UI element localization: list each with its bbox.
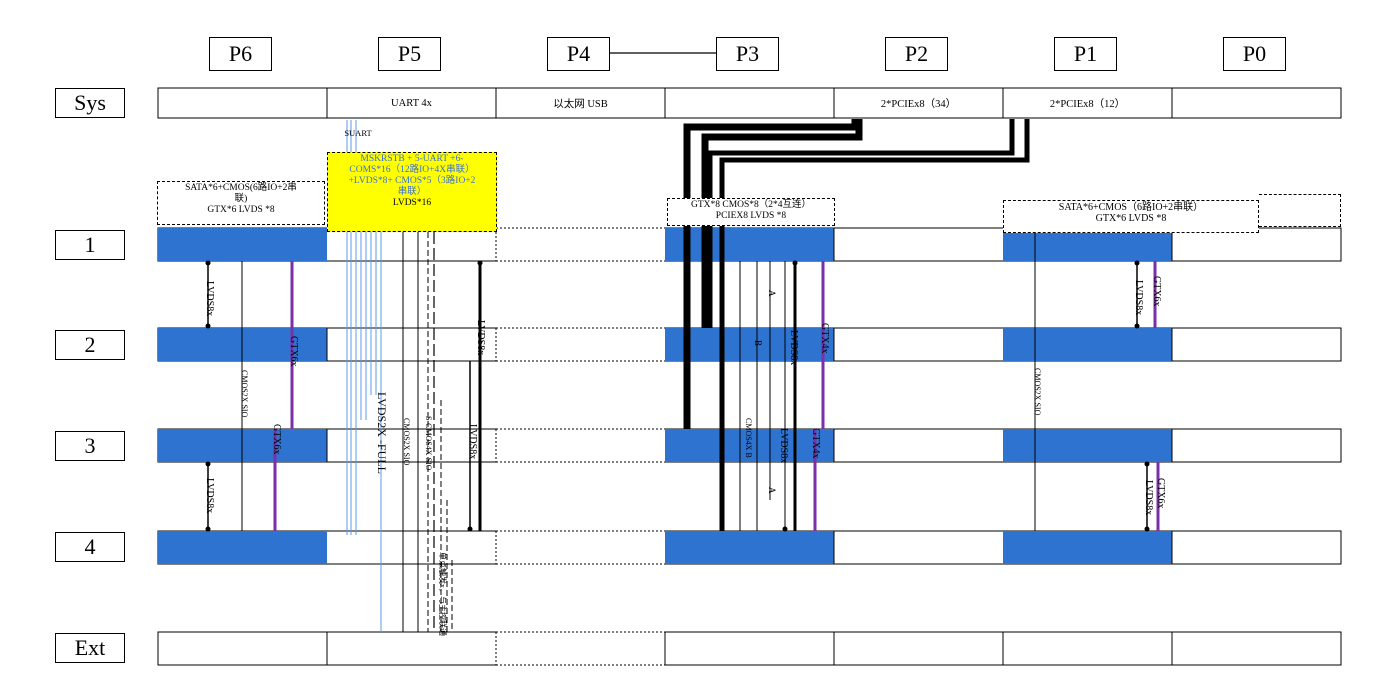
- row-label-ext: Ext: [55, 633, 125, 663]
- row-label-4: 4: [55, 532, 125, 562]
- label-p3-gtx-23: GTX4x: [819, 323, 830, 354]
- label-p1-cmos: CMOS2X SIO: [1033, 368, 1042, 416]
- slot-row-4: [157, 530, 1342, 565]
- column-label-p1: P1: [1054, 37, 1117, 71]
- column-label-p3: P3: [716, 37, 779, 71]
- block-p1-2: [1003, 328, 1172, 361]
- label-p5-cmos-b: S-CMOS4X SIO: [424, 416, 433, 471]
- label-p3-b: B: [753, 340, 763, 347]
- note-p1: SATA*6+CMOS（6路IO+2串联） GTX*6 LVDS *8: [1003, 200, 1259, 233]
- block-p1-4: [1003, 531, 1172, 564]
- p6-links: [205, 260, 294, 532]
- p1-links: [1034, 232, 1160, 532]
- slot-row-ext: [157, 631, 1342, 666]
- label-p5-relay: 单点触发x，与主控联通: [438, 552, 447, 636]
- note-p6: SATA*6+CMOS(6路IO+2串 联) GTX*6 LVDS *8: [157, 181, 325, 225]
- block-p3-3: [665, 429, 834, 462]
- slot-row-3: [157, 428, 1342, 463]
- label-p6-lvds-34: LVDS8x: [204, 478, 215, 514]
- block-p3-2: [665, 328, 834, 361]
- label-p6-lvds-12: LVDS8x: [204, 281, 215, 317]
- sys-slot-p3: [665, 88, 834, 118]
- note-p5: MSKRSTB + 5-UART +6- COMS*16（12路IO+4X串联）…: [327, 152, 497, 232]
- label-p1-lvds-34: LVDS8x: [1143, 480, 1154, 516]
- label-p6-gtx-23: GTX6x: [288, 336, 299, 367]
- sys-slot-p4: 以太网 USB: [553, 98, 608, 110]
- label-p1-gtx-12: GTX6x: [1151, 276, 1162, 307]
- label-p5-lvds-full: LVDS2X -FULL: [375, 392, 389, 474]
- block-p1-3: [1003, 429, 1172, 462]
- label-p6-cmos: CMOS2X SIO: [240, 370, 249, 418]
- p3-links: [739, 260, 825, 532]
- row-label-sys: Sys: [55, 88, 125, 118]
- slot-row-2: [157, 327, 1342, 362]
- sys-slot-p6: [158, 88, 327, 118]
- label-p3-cmos: CMOS4X B: [744, 418, 753, 458]
- row-label-3: 3: [55, 431, 125, 461]
- row-label-2: 2: [55, 330, 125, 360]
- slot-row-1: [157, 227, 1342, 262]
- column-label-p6: P6: [209, 37, 272, 71]
- label-p5-lvds-23: LVDS8x: [475, 320, 486, 356]
- block-p6-4: [158, 531, 327, 564]
- note-p3: GTX*8 CMOS*8（2*4互连） PCIEX8 LVDS *8: [667, 198, 835, 226]
- label-p6-gtx-34: GTX6x: [271, 424, 282, 455]
- pcie-bus: [683, 119, 1030, 531]
- sys-slot-p5: UART 4x: [391, 97, 432, 109]
- sys-slot-p1: 2*PCIEx8（12）: [1049, 98, 1126, 110]
- note-p5-suart: SUART: [344, 128, 372, 138]
- label-p3-gtx-34: GTX4x: [810, 428, 821, 459]
- sys-slot-p2: 2*PCIEx8（34）: [880, 98, 957, 110]
- label-p1-gtx-34: GTX6x: [1155, 478, 1166, 509]
- column-label-p5: P5: [378, 37, 441, 71]
- column-label-p4: P4: [547, 37, 610, 71]
- sys-row: [157, 87, 1342, 119]
- label-p3-lvds-23: LVDS8x: [788, 330, 799, 366]
- block-p1-1: [1003, 228, 1172, 261]
- column-label-p0: P0: [1223, 37, 1286, 71]
- block-p6-1: [158, 228, 327, 261]
- label-p3-a: A: [767, 290, 777, 297]
- sys-slot-p0: [1172, 88, 1341, 118]
- label-p1-lvds-12: LVDS8x: [1133, 280, 1144, 316]
- p5-links: [346, 120, 483, 632]
- column-label-p2: P2: [885, 37, 948, 71]
- label-p3-lvds-34: LVDS8x: [778, 428, 789, 464]
- row-label-1: 1: [55, 230, 125, 260]
- block-p3-4: [665, 531, 834, 564]
- label-p5-lvds-34: LVDS8x: [467, 424, 478, 460]
- label-p5-cmos: CMOS2X SIO: [402, 418, 411, 466]
- note-p1-extension: [1259, 194, 1341, 227]
- label-p3-a2: A: [767, 487, 777, 494]
- block-p3-1: [665, 228, 834, 261]
